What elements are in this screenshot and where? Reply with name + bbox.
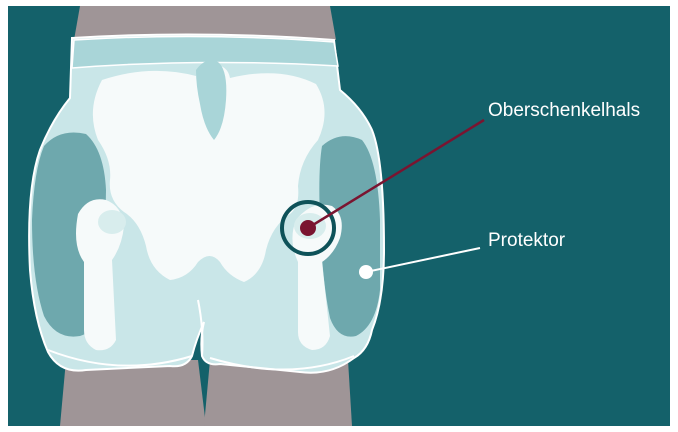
left-hip-joint-shade — [98, 210, 126, 234]
femoral-neck-label: Oberschenkelhals — [488, 100, 640, 121]
protector-label: Protektor — [488, 230, 566, 251]
